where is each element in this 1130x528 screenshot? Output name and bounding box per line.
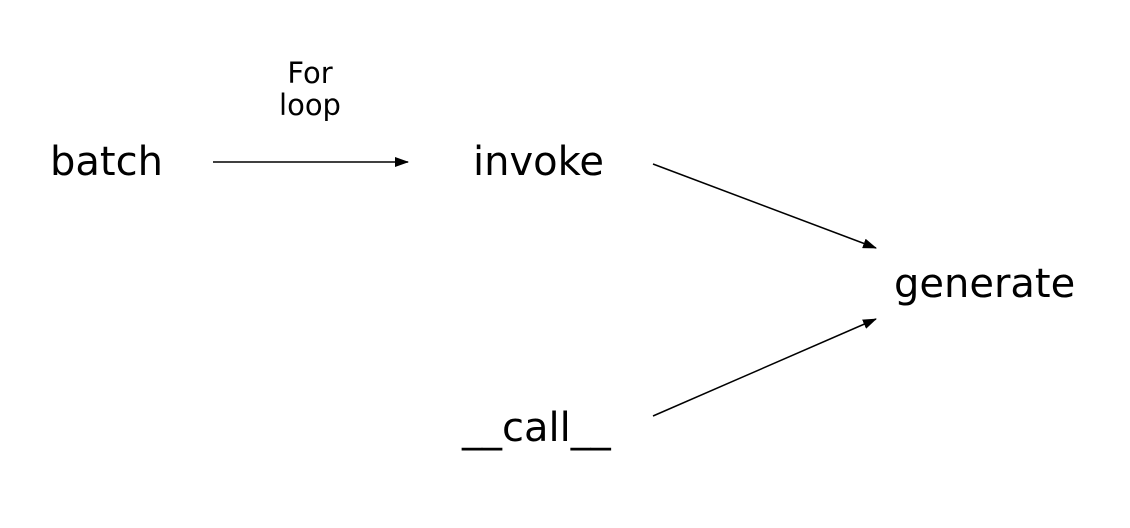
node-generate: generate [894,261,1076,307]
edge-call-to-generate [652,318,877,417]
edge-invoke-to-generate [652,163,877,249]
node-call: __call__ [462,405,611,451]
edge-label-line-1: For [287,56,333,90]
node-invoke: invoke [473,139,604,185]
node-batch: batch [50,139,163,185]
edge-label-line-2: loop [279,88,341,123]
edge-label-for-loop: For loop [250,57,370,122]
